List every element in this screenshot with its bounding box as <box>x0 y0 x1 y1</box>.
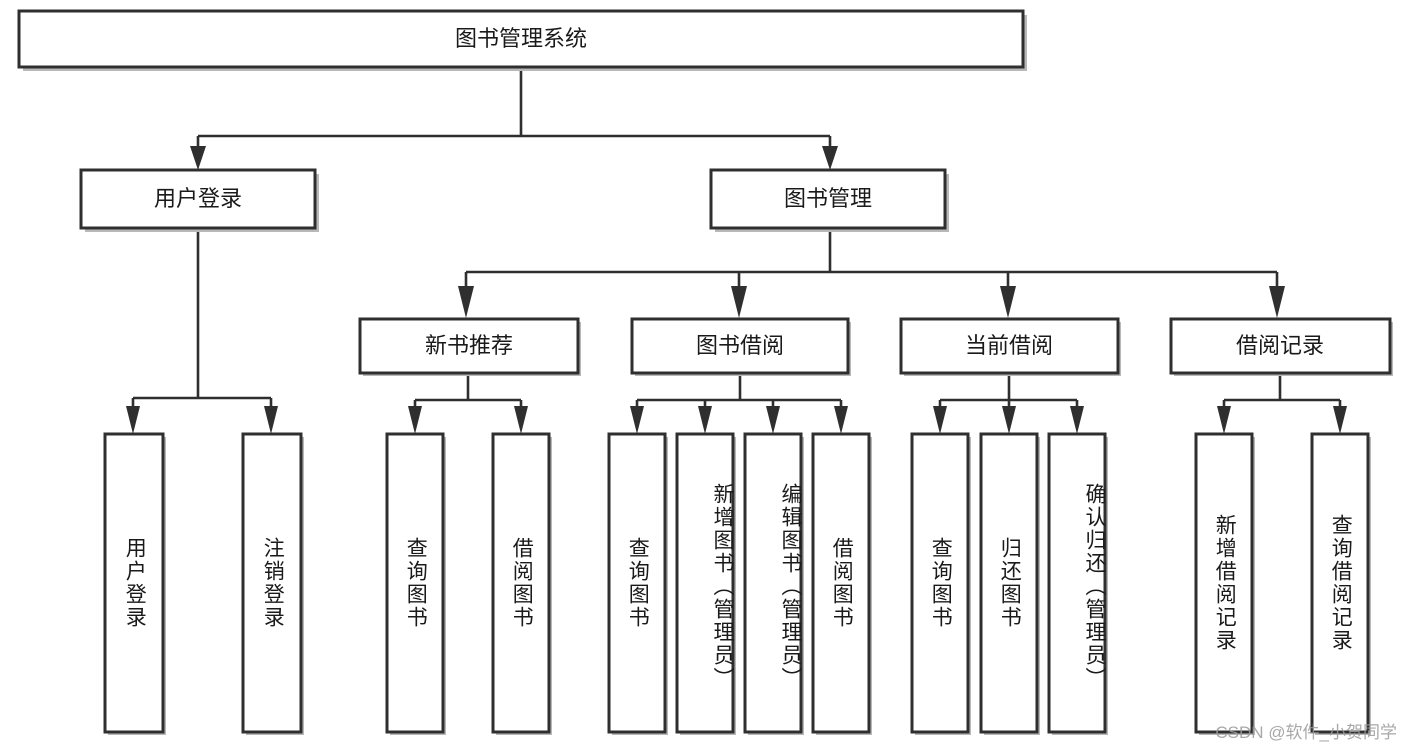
arrow-to-leaf-user-login <box>126 406 140 434</box>
arrow-to-leaf-rec-search <box>1333 406 1347 434</box>
arrow-to-borrow-record <box>1269 286 1285 318</box>
node-root[interactable]: 图书管理系统 <box>17 9 1027 71</box>
node-leaf-rec-query[interactable] <box>385 432 446 735</box>
arrow-to-leaf-cur-query <box>933 406 947 434</box>
arrow-to-leaf-borrow-query <box>630 406 644 434</box>
arrow-to-leaf-cur-return <box>1002 406 1016 434</box>
node-book-borrow[interactable]: 图书借阅 <box>630 317 851 376</box>
node-book-admin-label: 图书管理 <box>784 186 872 211</box>
node-leaf-rec-add[interactable] <box>1194 432 1255 735</box>
node-current-borrow[interactable]: 当前借阅 <box>899 317 1121 376</box>
arrow-to-book-admin <box>822 146 838 170</box>
arrow-to-leaf-cur-confirm <box>1070 406 1084 434</box>
node-leaf-rec-borrow[interactable] <box>491 432 552 735</box>
node-current-borrow-label: 当前借阅 <box>965 333 1053 358</box>
node-book-admin[interactable]: 图书管理 <box>709 168 949 232</box>
csdn-watermark: CSDN @软件_小贺同学 <box>1215 723 1397 742</box>
node-user-login-label: 用户登录 <box>154 186 242 211</box>
node-leaf-borrow-edit[interactable] <box>743 432 804 735</box>
node-leaf-cur-return[interactable] <box>979 432 1040 735</box>
node-user-login[interactable]: 用户登录 <box>79 168 319 232</box>
arrow-to-leaf-borrow-add <box>698 406 712 434</box>
arrow-to-leaf-user-logout <box>264 406 278 434</box>
node-leaf-borrow-lend[interactable] <box>811 432 872 735</box>
arrow-to-leaf-rec-query <box>408 406 422 434</box>
node-leaf-borrow-add[interactable] <box>675 432 736 735</box>
node-borrow-record[interactable]: 借阅记录 <box>1169 317 1393 376</box>
arrow-to-leaf-borrow-edit <box>766 406 780 434</box>
arrow-to-leaf-rec-borrow <box>514 406 528 434</box>
node-leaf-borrow-query[interactable] <box>607 432 668 735</box>
nodes-layer: 图书管理系统 用户登录 图书管理 新书推荐 <box>17 9 1393 735</box>
node-leaf-user-logout[interactable] <box>241 432 304 735</box>
connectors-layer <box>126 67 1347 434</box>
node-new-book-rec-label: 新书推荐 <box>425 333 513 358</box>
arrow-to-new-book-rec <box>458 286 474 318</box>
arrow-to-leaf-rec-add <box>1217 406 1231 434</box>
node-new-book-rec[interactable]: 新书推荐 <box>358 317 581 376</box>
arrow-to-book-borrow <box>731 286 747 318</box>
node-leaf-cur-confirm[interactable] <box>1047 432 1108 735</box>
node-book-borrow-label: 图书借阅 <box>696 333 784 358</box>
arrow-to-user-login <box>190 146 206 170</box>
arrow-to-leaf-borrow-lend <box>834 406 848 434</box>
node-root-label: 图书管理系统 <box>455 26 587 51</box>
node-borrow-record-label: 借阅记录 <box>1236 333 1324 358</box>
node-leaf-rec-search[interactable] <box>1310 432 1371 735</box>
node-leaf-user-login[interactable] <box>103 432 166 735</box>
arrow-to-current-borrow <box>1000 286 1016 318</box>
node-leaf-cur-query[interactable] <box>910 432 971 735</box>
